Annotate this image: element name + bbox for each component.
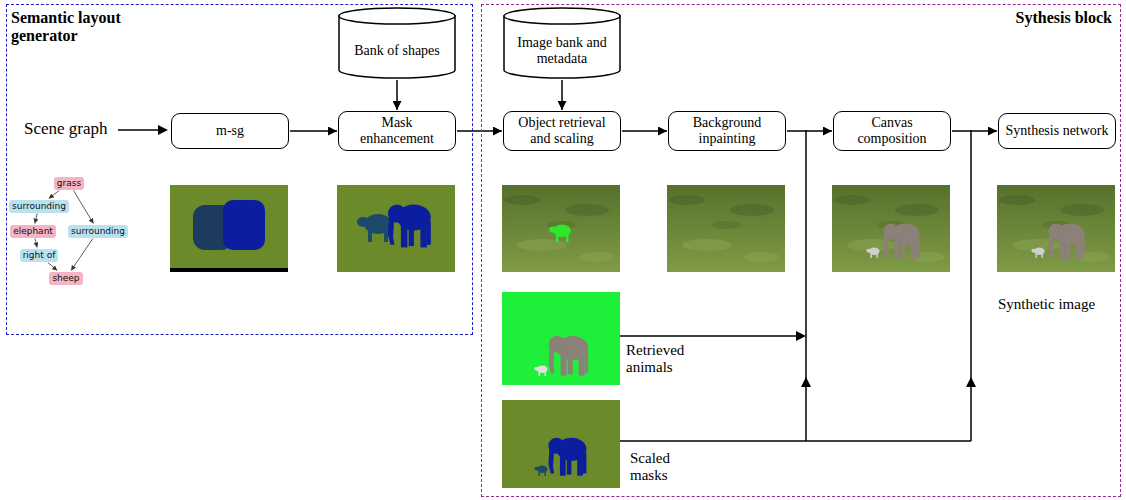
flow-arrow — [396, 80, 398, 110]
feed-arrowheads — [966, 377, 976, 387]
layout-image — [170, 185, 288, 272]
photo-image — [502, 185, 620, 272]
cylinder-body — [339, 16, 455, 78]
input-arrow — [118, 125, 168, 135]
feed-lines — [805, 130, 807, 441]
region-title: Semantic layout generator — [11, 9, 161, 45]
graph-node: elephant — [10, 225, 56, 238]
box-label: Object retrieval and scaling — [510, 115, 614, 147]
graph-node: surrounding — [9, 200, 69, 213]
process-box: Background inpainting — [668, 111, 786, 151]
box-label: Bank of shapes — [354, 43, 440, 59]
flow-arrow — [561, 80, 563, 110]
photo-image — [997, 185, 1115, 272]
retrieved-image — [549, 336, 589, 376]
box-label: Synthesis network — [1005, 123, 1108, 139]
graph-node-label: grass — [57, 178, 81, 189]
database-cylinder: Image bank and metadata — [503, 7, 621, 79]
photo-image — [667, 185, 785, 272]
photo-image — [832, 185, 950, 272]
cylinder-top — [504, 8, 620, 24]
photo-image — [669, 195, 780, 262]
caption-label: Scene graph — [24, 119, 108, 138]
scaled-mask-image — [502, 400, 620, 488]
caption-label: Retrieved animals — [626, 342, 708, 376]
feed-lines — [620, 440, 971, 442]
caption-label: Scaled masks — [630, 450, 702, 484]
graph-node-label: surrounding — [71, 226, 125, 237]
box-label: Background inpainting — [675, 115, 779, 147]
database-cylinder: Bank of shapes — [338, 7, 456, 79]
layout-image — [170, 268, 288, 272]
mask-image — [337, 185, 455, 272]
photo-image — [502, 185, 620, 272]
input-arrow — [118, 129, 160, 131]
process-box: Object retrieval and scaling — [503, 111, 621, 151]
photo-image — [997, 185, 1115, 272]
photo-image — [667, 185, 785, 272]
scaled-mask-image — [502, 400, 620, 488]
flow-arrow — [622, 130, 667, 132]
photo-image — [549, 225, 571, 243]
scaled-mask-image — [548, 438, 586, 476]
region-frame: Semantic layout generatorBank of shapes m… — [6, 4, 473, 335]
photo-image — [1048, 224, 1084, 260]
feed-arrowheads — [796, 331, 976, 387]
graph-edge — [35, 239, 37, 248]
graph-edge — [48, 263, 57, 271]
retrieved-image — [502, 292, 620, 385]
box-label: Mask enhancement — [345, 115, 449, 147]
photo-image — [834, 195, 945, 262]
graph-node: grass — [54, 177, 84, 190]
layout-image — [223, 200, 265, 250]
box-label: Canvas composition — [840, 115, 944, 147]
box-label: m-sg — [216, 123, 244, 139]
region-frame: Sythesis blockImage bank and metadataObj… — [481, 4, 1121, 497]
photo-image — [883, 224, 919, 260]
layout-image — [170, 185, 288, 272]
retrieved-image — [502, 292, 620, 385]
graph-node-label: surrounding — [12, 201, 66, 212]
graph-edge — [35, 214, 37, 224]
process-box: Canvas composition — [833, 111, 951, 151]
cylinder-body — [504, 16, 620, 78]
photo-image — [1031, 248, 1044, 259]
scaled-mask-image — [534, 466, 547, 477]
feed-arrowheads — [801, 377, 811, 387]
feed-lines — [970, 130, 972, 441]
graph-node: right of — [20, 249, 59, 262]
graph-node: sheep — [49, 272, 82, 285]
photo-image — [866, 248, 879, 259]
process-box: m-sg — [171, 113, 289, 149]
graph-edge — [74, 191, 94, 224]
mask-image — [388, 205, 431, 248]
mask-image — [357, 214, 392, 242]
process-box: Mask enhancement — [338, 111, 456, 151]
flow-arrow — [457, 130, 502, 132]
input-arrow — [158, 125, 168, 135]
graph-edge — [71, 239, 93, 271]
box-label: Image bank and metadata — [512, 35, 612, 67]
flow-arrow — [952, 130, 997, 132]
photo-image — [999, 195, 1110, 262]
feed-arrowheads — [796, 331, 806, 341]
graph-node-label: sheep — [52, 273, 79, 284]
photo-image — [832, 185, 950, 272]
feed-lines — [620, 335, 798, 337]
graph-node-label: right of — [23, 250, 56, 261]
graph-node: surrounding — [68, 225, 128, 238]
flow-arrow — [787, 130, 832, 132]
mask-image — [337, 185, 455, 272]
feed-lines — [620, 130, 971, 441]
flow-arrow — [290, 130, 337, 132]
photo-image — [504, 195, 615, 262]
caption-label: Synthetic image — [998, 296, 1095, 313]
process-box: Synthesis network — [998, 113, 1116, 149]
graph-edge — [49, 191, 59, 199]
retrieved-image — [534, 366, 547, 377]
cylinder-top — [339, 8, 455, 24]
region-title: Sythesis block — [1016, 9, 1112, 27]
graph-node-label: elephant — [13, 226, 53, 237]
